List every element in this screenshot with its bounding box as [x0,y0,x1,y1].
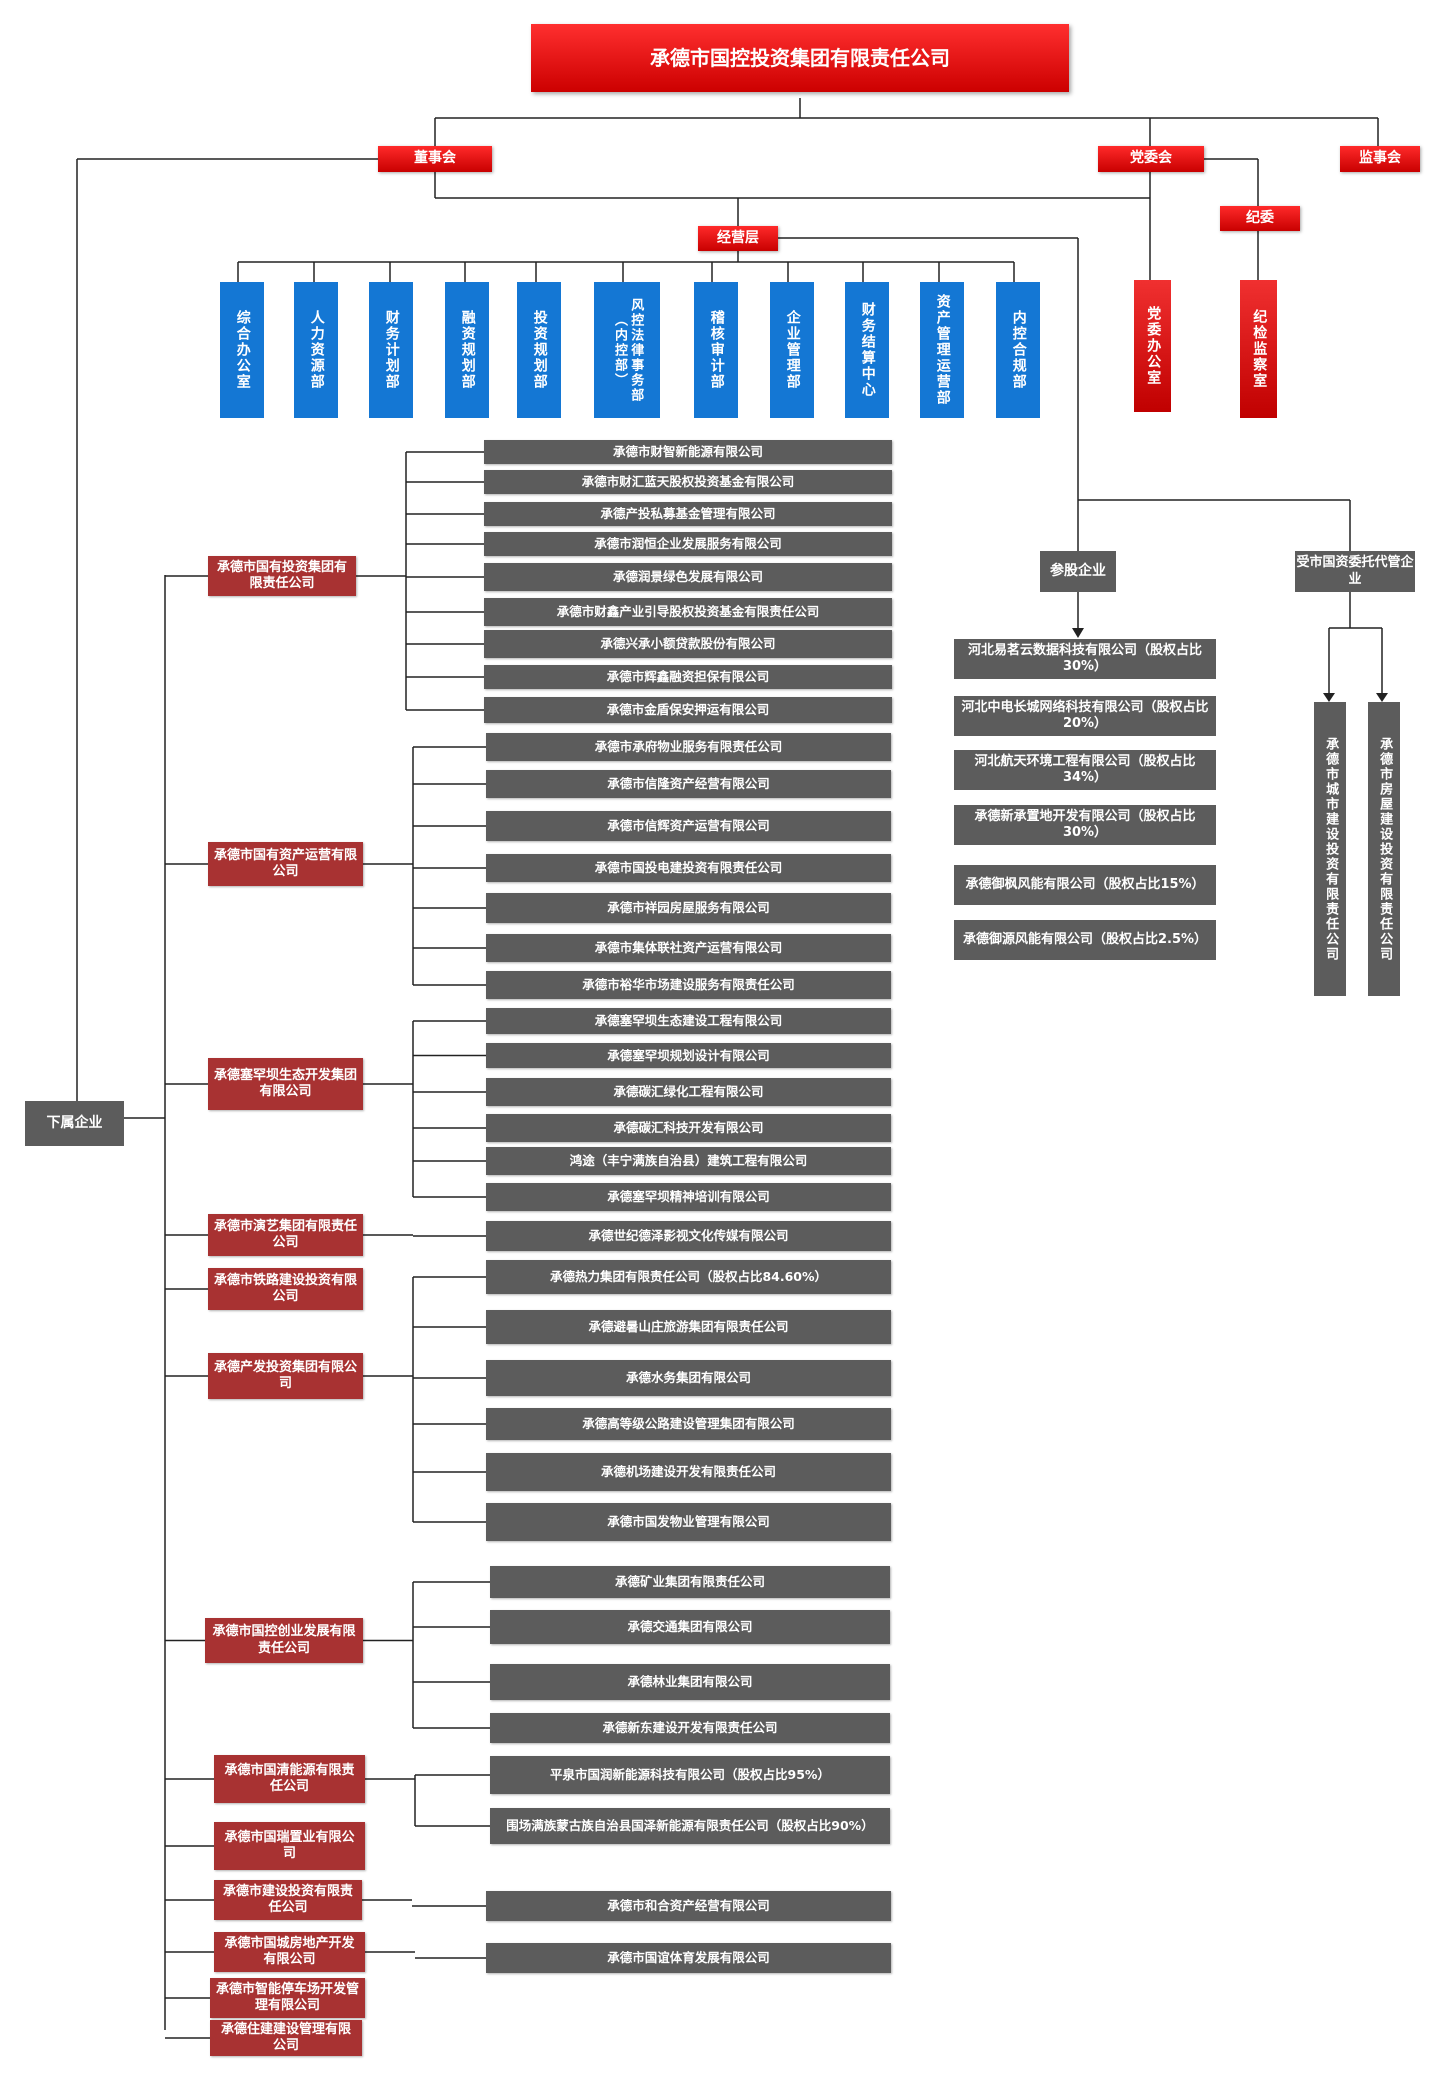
group-company-title: 承德市国控投资集团有限责任公司 [531,24,1069,92]
subsidiary-child-company: 承德塞罕坝精神培训有限公司 [486,1183,891,1211]
subsidiary-child-company: 平泉市国润新能源科技有限公司（股权占比95%） [490,1756,890,1794]
subsidiary-child-company: 承德市金盾保安押运有限公司 [484,697,892,723]
subsidiary-company: 承德市国城房地产开发有限公司 [214,1932,365,1972]
participating-company: 河北中电长城网络科技有限公司（股权占比20%） [954,696,1216,736]
subsidiary-company: 承德住建建设管理有限公司 [210,2020,362,2056]
subsidiary-child-company: 承德市财鑫产业引导股权投资基金有限责任公司 [484,598,892,626]
subsidiary-child-company: 承德市国发物业管理有限公司 [486,1503,891,1541]
party-office: 党委办公室 [1134,280,1171,412]
subsidiary-child-company: 承德市信辉资产运营有限公司 [486,811,891,841]
subsidiary-child-company: 承德交通集团有限公司 [490,1610,890,1644]
subsidiary-child-company: 承德产投私募基金管理有限公司 [484,502,892,526]
subsidiary-child-company: 承德市国谊体育发展有限公司 [486,1943,891,1973]
board-of-directors: 董事会 [378,146,492,172]
supervisory-board: 监事会 [1340,146,1420,172]
participating-company: 河北易茗云数据科技有限公司（股权占比30%） [954,639,1216,679]
subsidiary-child-company: 承德热力集团有限责任公司（股权占比84.60%） [486,1260,891,1294]
subsidiary-child-company: 鸿途（丰宁满族自治县）建筑工程有限公司 [486,1147,891,1175]
subsidiary-company: 承德市铁路建设投资有限公司 [208,1268,363,1310]
subsidiary-child-company: 承德市辉鑫融资担保有限公司 [484,665,892,689]
subsidiary-child-company: 承德塞罕坝生态建设工程有限公司 [486,1008,891,1034]
department: 内控合规部 [996,282,1040,418]
department: 财务计划部 [369,282,413,418]
subsidiary-company: 承德市国有资产运营有限公司 [208,842,363,886]
subsidiary-child-company: 承德市集体联社资产运营有限公司 [486,934,891,962]
subsidiary-child-company: 承德市承府物业服务有限责任公司 [486,733,891,761]
subsidiary-child-company: 承德兴承小额贷款股份有限公司 [484,630,892,658]
subsidiary-child-company: 承德润景绿色发展有限公司 [484,563,892,591]
participating-company: 承德新承置地开发有限公司（股权占比30%） [954,805,1216,845]
subsidiary-child-company: 承德高等级公路建设管理集团有限公司 [486,1408,891,1440]
subsidiary-company: 承德市建设投资有限责任公司 [214,1880,362,1920]
participating-label: 参股企业 [1040,551,1116,592]
subsidiary-company: 承德市国瑞置业有限公司 [214,1822,365,1870]
subsidiary-child-company: 承德避暑山庄旅游集团有限责任公司 [486,1310,891,1344]
subsidiary-child-company: 承德市裕华市场建设服务有限责任公司 [486,971,891,999]
subsidiary-child-company: 承德世纪德泽影视文化传媒有限公司 [486,1221,891,1251]
subsidiary-child-company: 围场满族蒙古族自治县国泽新能源有限责任公司（股权占比90%） [490,1808,890,1844]
subsidiary-child-company: 承德矿业集团有限责任公司 [490,1566,890,1598]
subsidiary-child-company: 承德市财智新能源有限公司 [484,440,892,464]
participating-company: 承德御源风能有限公司（股权占比2.5%） [954,920,1216,960]
subsidiary-child-company: 承德市国投电建投资有限责任公司 [486,854,891,882]
department: 风控法律事务部（内控部） [594,282,660,418]
entrusted-company: 承德市城市建设投资有限责任公司 [1314,702,1346,996]
subsidiary-child-company: 承德市祥园房屋服务有限公司 [486,893,891,923]
discipline-committee: 纪委 [1220,206,1300,231]
department: 资产管理运营部 [920,282,964,418]
subsidiary-child-company: 承德机场建设开发有限责任公司 [486,1453,891,1491]
subsidiary-child-company: 承德市和合资产经营有限公司 [486,1891,891,1921]
subsidiary-company: 承德产发投资集团有限公司 [208,1353,363,1399]
subsidiary-child-company: 承德新东建设开发有限责任公司 [490,1713,890,1743]
subsidiary-company: 承德市智能停车场开发管理有限公司 [210,1978,365,2018]
subsidiary-company: 承德市演艺集团有限责任公司 [208,1214,363,1256]
department: 企业管理部 [770,282,814,418]
subsidiary-child-company: 承德水务集团有限公司 [486,1360,891,1396]
department: 稽核审计部 [694,282,738,418]
department: 投资规划部 [517,282,561,418]
subsidiary-child-company: 承德市财汇蓝天股权投资基金有限公司 [484,470,892,494]
department: 人力资源部 [294,282,338,418]
subsidiary-company: 承德市国控创业发展有限责任公司 [205,1618,363,1663]
participating-company: 承德御枫风能有限公司（股权占比15%） [954,865,1216,905]
entrusted-company: 承德市房屋建设投资有限责任公司 [1368,702,1400,996]
party-committee: 党委会 [1098,146,1204,172]
subsidiary-company: 承德市国有投资集团有限责任公司 [208,556,356,596]
subsidiary-child-company: 承德市润恒企业发展服务有限公司 [484,532,892,556]
subsidiary-child-company: 承德塞罕坝规划设计有限公司 [486,1043,891,1068]
subsidiary-child-company: 承德碳汇科技开发有限公司 [486,1114,891,1142]
subsidiary-company: 承德塞罕坝生态开发集团有限公司 [208,1058,363,1110]
department: 融资规划部 [445,282,489,418]
entrusted-label: 受市国资委托代管企业 [1295,551,1415,592]
participating-company: 河北航天环境工程有限公司（股权占比34%） [954,750,1216,790]
inspection-office: 纪检监察室 [1240,280,1277,418]
department: 综合办公室 [220,282,264,418]
department: 财务结算中心 [845,282,889,418]
management-layer: 经营层 [698,226,778,251]
subsidiary-child-company: 承德碳汇绿化工程有限公司 [486,1078,891,1106]
subsidiary-child-company: 承德林业集团有限公司 [490,1664,890,1700]
subsidiary-child-company: 承德市信隆资产经营有限公司 [486,770,891,798]
subsidiaries-label: 下属企业 [25,1101,124,1146]
subsidiary-company: 承德市国清能源有限责任公司 [214,1755,365,1803]
